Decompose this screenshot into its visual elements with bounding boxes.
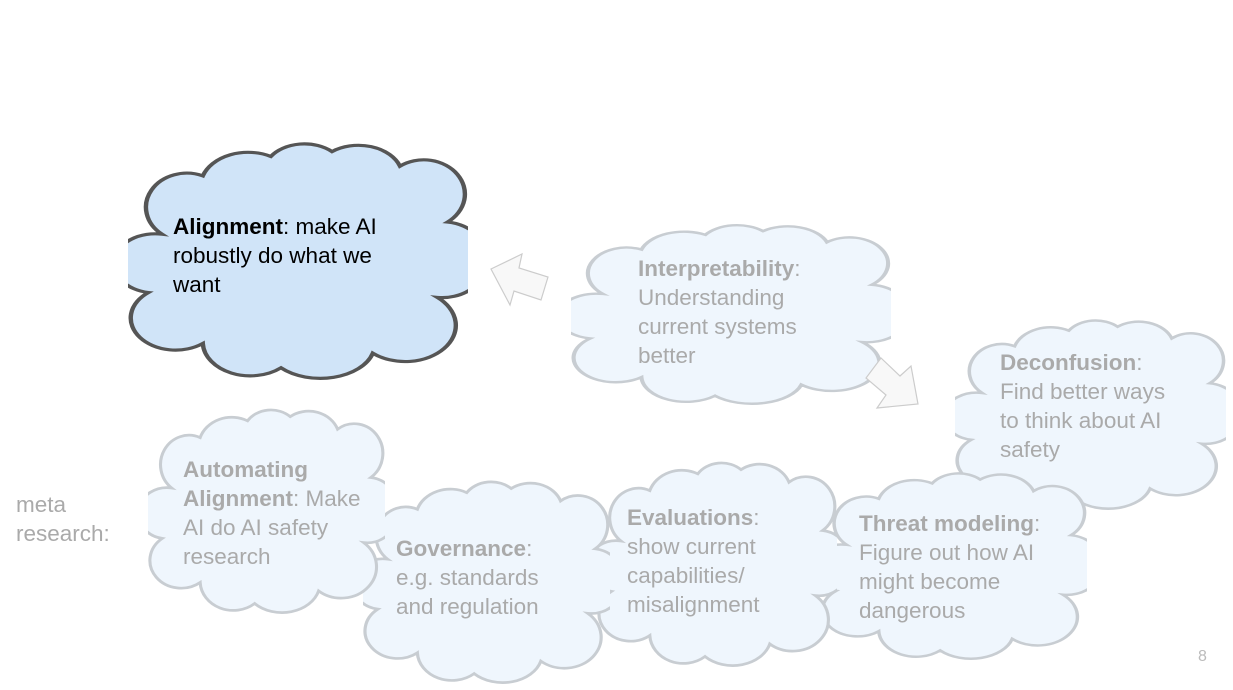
deconfusion-desc: : Find better ways to think about AI saf…: [1000, 350, 1166, 462]
deconfusion-title: Deconfusion: [1000, 350, 1137, 375]
threat-modeling-title: Threat modeling: [859, 511, 1035, 536]
arrow-to-alignment-icon: [490, 252, 549, 307]
alignment-desc: : make AI robustly do what we want: [173, 214, 377, 297]
automating-alignment-text: Automating Alignment: Make AI do AI safe…: [183, 455, 383, 571]
governance-desc: : e.g. standards and regulation: [396, 536, 539, 619]
arrow-to-deconfusion-icon: [865, 357, 919, 409]
evaluations-text: Evaluations: show current capabilities/ …: [627, 503, 782, 619]
automating-desc: : Make AI do AI safety research: [183, 486, 361, 569]
alignment-text: Alignment: make AI robustly do what we w…: [173, 212, 413, 299]
page-number: 8: [1198, 648, 1207, 665]
governance-text: Governance: e.g. standards and regulatio…: [396, 534, 561, 621]
evaluations-desc: : show current capabilities/ misalignmen…: [627, 505, 760, 617]
threat-modeling-text: Threat modeling: Figure out how AI might…: [859, 509, 1064, 625]
threat-modeling-desc: : Figure out how AI might become dangero…: [859, 511, 1041, 623]
alignment-title: Alignment: [173, 214, 283, 239]
evaluations-title: Evaluations: [627, 505, 754, 530]
deconfusion-text: Deconfusion: Find better ways to think a…: [1000, 348, 1190, 464]
meta-research-label: meta research:: [16, 492, 110, 546]
automating-title: Automating Alignment: [183, 457, 308, 511]
interpretability-title: Interpretability: [638, 256, 795, 281]
governance-title: Governance: [396, 536, 527, 561]
interpretability-desc: : Understanding current systems better: [638, 256, 801, 368]
interpretability-text: Interpretability: Understanding current …: [638, 254, 823, 370]
